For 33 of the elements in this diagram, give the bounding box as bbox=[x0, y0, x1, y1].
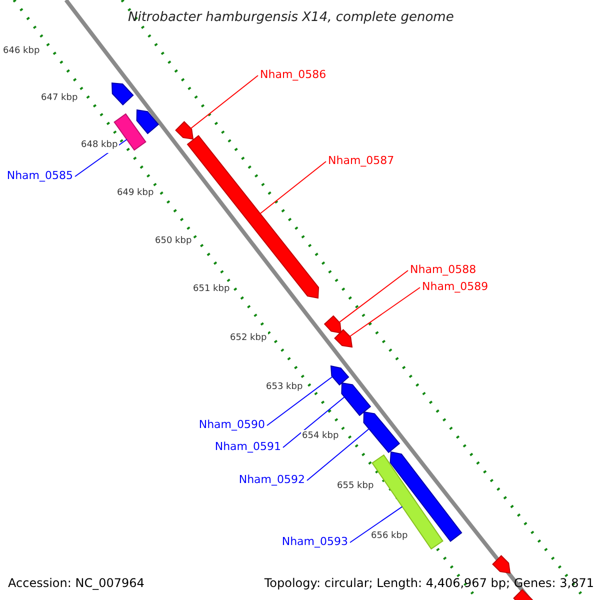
gene-label: Nham_0592 bbox=[238, 473, 305, 486]
gene-block bbox=[390, 451, 462, 542]
gene-block bbox=[175, 121, 194, 140]
gene-block bbox=[513, 589, 535, 600]
accession-text: Accession: NC_007964 bbox=[8, 576, 144, 590]
gene-label: Nham_0588 bbox=[410, 263, 476, 276]
gene-label: Nham_0586 bbox=[260, 68, 326, 81]
gene-block bbox=[324, 315, 342, 334]
leader-line bbox=[306, 428, 370, 481]
gene-label: Nham_0593 bbox=[282, 535, 348, 548]
gene-label: Nham_0590 bbox=[198, 418, 265, 431]
leader-line bbox=[282, 396, 345, 448]
gene-block bbox=[341, 382, 372, 416]
gene-label: Nham_0591 bbox=[214, 440, 281, 453]
leader-line bbox=[349, 287, 420, 337]
gene-block bbox=[136, 109, 160, 134]
gene-block bbox=[330, 365, 350, 386]
gene-label: Nham_0589 bbox=[422, 280, 488, 293]
leader-line bbox=[338, 270, 408, 323]
gene-block bbox=[334, 329, 353, 348]
gene-block bbox=[111, 82, 134, 106]
gene-block bbox=[492, 555, 511, 574]
diagram-title: Nitrobacter hamburgensis X14, complete genome bbox=[128, 9, 454, 27]
leader-line bbox=[260, 161, 326, 214]
leader-line bbox=[190, 75, 258, 129]
gene-bar bbox=[372, 454, 444, 550]
genome-summary-text: Topology: circular; Length: 4,406,967 bp; Genes: 3,871 bbox=[264, 576, 594, 590]
gene-label: Nham_0587 bbox=[328, 154, 394, 167]
leader-line bbox=[266, 376, 333, 426]
gene-block bbox=[363, 411, 400, 454]
position-label: 648 kbp bbox=[80, 139, 119, 152]
gene-label: Nham_0585 bbox=[6, 169, 73, 182]
leader-line bbox=[350, 506, 403, 543]
